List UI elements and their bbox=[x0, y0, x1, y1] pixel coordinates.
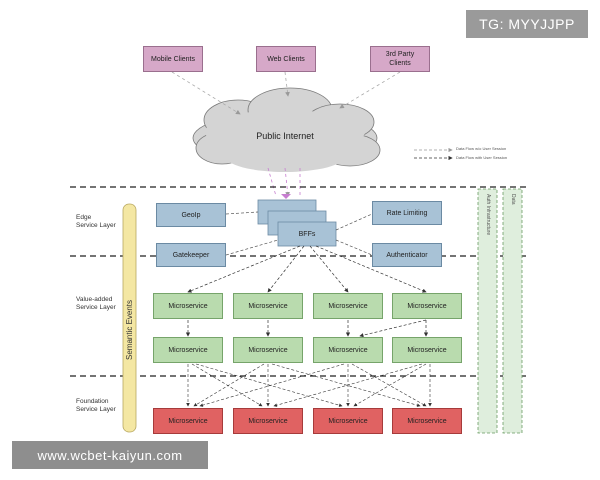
edge-connections bbox=[225, 211, 373, 256]
bffs-label: BFFs bbox=[298, 230, 316, 238]
side-columns bbox=[477, 188, 523, 434]
row2-to-foundation-lines bbox=[186, 363, 432, 407]
bff-entry-arrow bbox=[281, 194, 291, 199]
geoip-box: GeoIp bbox=[156, 203, 226, 227]
client-flow-lines bbox=[171, 71, 401, 197]
microservice-foundation-4: Microservice bbox=[392, 408, 462, 434]
legend-label-with-session: Data Flow with User Session bbox=[456, 155, 508, 160]
web-clients-box: Web Clients bbox=[256, 46, 316, 72]
watermark-top: TG: MYYJJPP bbox=[466, 10, 588, 38]
microservice-foundation-2: Microservice bbox=[233, 408, 303, 434]
microservice-value-r2-1: Microservice bbox=[153, 337, 223, 363]
microservice-foundation-1: Microservice bbox=[153, 408, 223, 434]
microservice-foundation-3: Microservice bbox=[313, 408, 383, 434]
authenticator-box: Authenticator bbox=[372, 243, 442, 267]
microservice-value-r2-4: Microservice bbox=[392, 337, 462, 363]
rate-limiting-box: Rate Limiting bbox=[372, 201, 442, 225]
microservice-value-r1-4: Microservice bbox=[392, 293, 462, 319]
layer-separators bbox=[70, 186, 530, 377]
mobile-clients-box: Mobile Clients bbox=[143, 46, 203, 72]
semantic-events-bar bbox=[122, 203, 137, 433]
edge-layer-label: Edge Service Layer bbox=[76, 214, 116, 229]
semantic-events-label: Semantic Events bbox=[125, 299, 134, 360]
microservice-value-r1-3: Microservice bbox=[313, 293, 383, 319]
microservice-value-r1-1: Microservice bbox=[153, 293, 223, 319]
microservice-value-r2-2: Microservice bbox=[233, 337, 303, 363]
watermark-bottom: www.wcbet-kaiyun.com bbox=[12, 441, 208, 469]
value-added-layer-label: Value-added Service Layer bbox=[76, 296, 116, 311]
microservice-value-r2-3: Microservice bbox=[313, 337, 383, 363]
data-column-label: Data bbox=[510, 194, 516, 205]
third-party-clients-box: 3rd Party Clients bbox=[370, 46, 430, 72]
bffs-stack bbox=[257, 199, 337, 247]
foundation-layer-label: Foundation Service Layer bbox=[76, 398, 116, 413]
bff-to-microservice-lines bbox=[187, 245, 427, 293]
row1-to-row2-lines bbox=[185, 319, 429, 338]
gatekeeper-box: Gatekeeper bbox=[156, 243, 226, 267]
legend-label-no-session: Data Flow w/o User Session bbox=[456, 146, 507, 151]
legend bbox=[414, 147, 453, 161]
public-internet-cloud bbox=[192, 87, 381, 172]
auth-infrastructure-label: Auth Infrastructure bbox=[485, 194, 491, 236]
microservice-value-r1-2: Microservice bbox=[233, 293, 303, 319]
public-internet-label: Public Internet bbox=[256, 131, 314, 141]
